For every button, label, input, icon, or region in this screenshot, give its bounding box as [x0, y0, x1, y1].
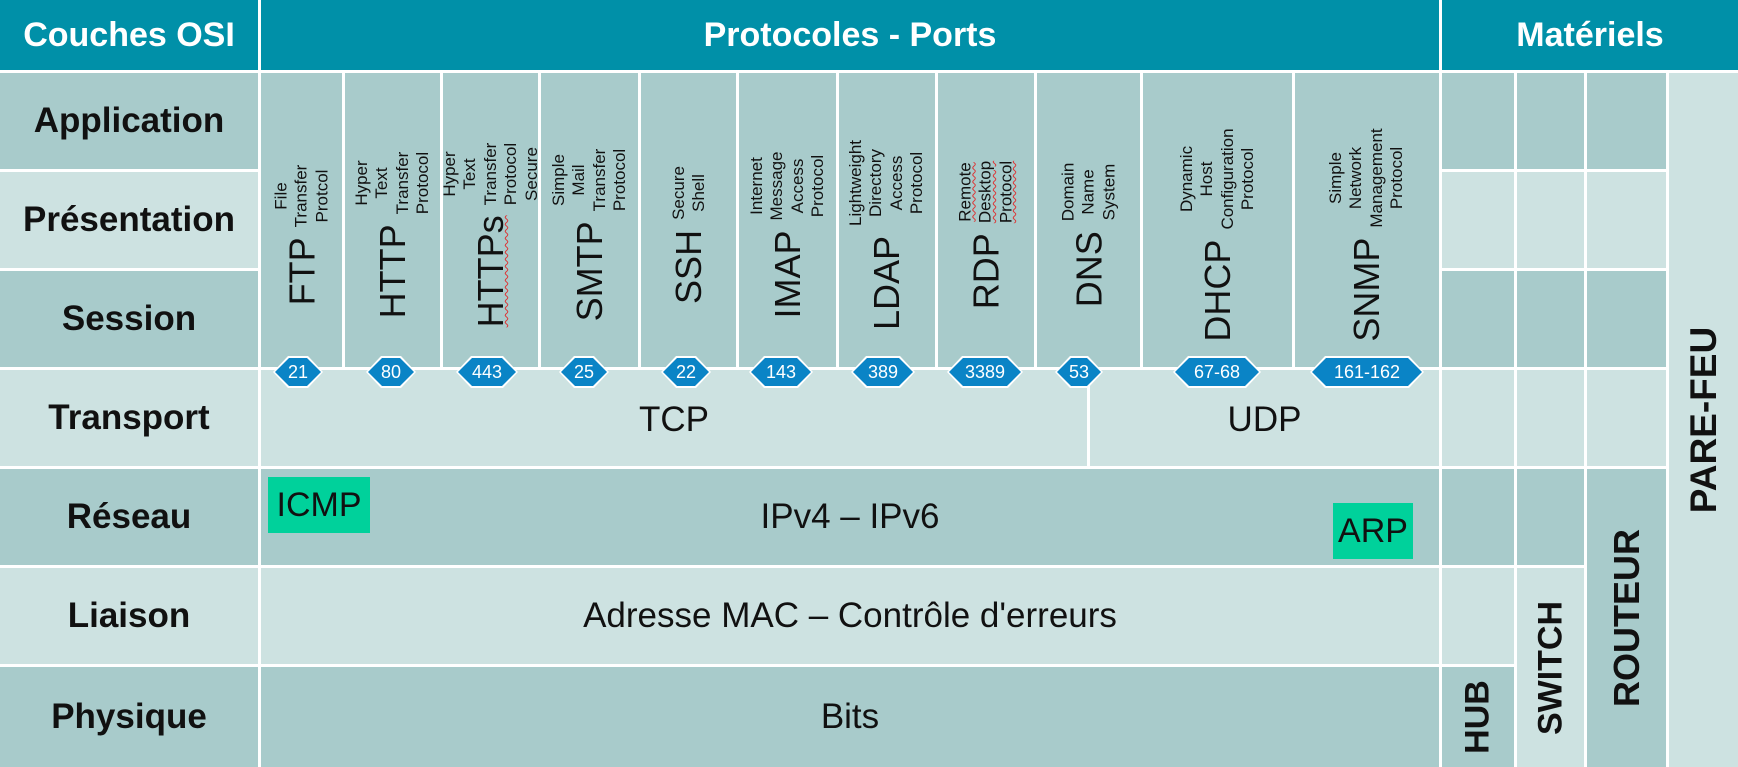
hardware-cell [1442, 73, 1514, 169]
icmp-box: ICMP [268, 477, 370, 533]
protocol-column-ftp: FTP File Transfer Protcol [261, 73, 342, 367]
protocol-abbr: DNS [1067, 230, 1109, 307]
protocol-fullname: Simple Mail Transfer Protocol [548, 148, 629, 212]
hardware-cell [1442, 469, 1514, 565]
header-layers: Couches OSI [0, 0, 258, 70]
port-badge-ldap: 389 [853, 358, 913, 386]
protocol-abbr: HTTP [371, 224, 413, 319]
firewall-label: PARE-FEU [1682, 326, 1724, 514]
protocol-text: HTTP Hyper Text Transfer Protocol [352, 151, 434, 318]
router-box: ROUTEUR [1587, 469, 1666, 767]
port-badge-https: 443 [458, 358, 516, 386]
protocol-text: LDAP Lightweight Directory Access Protoco… [846, 140, 928, 330]
protocol-fullname: File Transfer Protcol [270, 164, 331, 228]
protocol-fullname: Remote Desktop Protocol [955, 160, 1016, 223]
link-cell: Adresse MAC – Contrôle d'erreurs [261, 568, 1439, 664]
protocol-column-http: HTTP Hyper Text Transfer Protocol [345, 73, 440, 367]
protocol-abbr: SNMP [1346, 237, 1387, 342]
firewall-box: PARE-FEU [1669, 73, 1738, 767]
layer-label: Session [0, 271, 258, 367]
protocol-abbr: LDAP [866, 235, 907, 330]
protocol-text: FTP File Transfer Protcol [271, 164, 332, 305]
protocol-fullname: Dynamic Host Configuration Protocol [1176, 128, 1257, 230]
hardware-cell [1587, 370, 1666, 466]
hardware-cell [1442, 370, 1514, 466]
router-label: ROUTEUR [1605, 529, 1647, 707]
header-hardware: Matériels [1442, 0, 1738, 70]
hardware-cell [1587, 271, 1666, 367]
hardware-cell [1517, 370, 1584, 466]
hub-label: HUB [1458, 680, 1497, 754]
protocol-column-imap: IMAP Internet Message Access Protocol [739, 73, 836, 367]
port-badge-imap: 143 [751, 358, 811, 386]
protocol-text: DHCP Dynamic Host Configuration Protocol [1177, 128, 1259, 341]
protocol-fullname: Hyper Text Transfer Protocol [351, 151, 432, 215]
layer-label: Présentation [0, 172, 258, 268]
protocol-abbr: HTTPs [469, 215, 511, 328]
protocol-text: SNMP Simple Network Management Protocol [1326, 128, 1408, 341]
switch-label: SWITCH [1531, 600, 1569, 735]
hardware-cell [1587, 172, 1666, 268]
protocol-column-smtp: SMTP Simple Mail Transfer Protocol [541, 73, 638, 367]
port-badge-snmp: 161-162 [1312, 358, 1422, 386]
protocol-text: RDP Remote Desktop Protocol [955, 160, 1016, 308]
hardware-cell [1442, 568, 1514, 664]
protocol-fullname: Secure Shell [668, 165, 708, 220]
protocol-text: HTTPs Hyper Text Transfer Protocol Secure [443, 142, 538, 327]
protocol-column-ssh: SSH Secure Shell [641, 73, 736, 367]
protocol-abbr: SSH [667, 229, 709, 304]
hardware-cell [1442, 271, 1514, 367]
protocol-column-snmp: SNMP Simple Network Management Protocol [1295, 73, 1439, 367]
layer-label: Liaison [0, 568, 258, 664]
protocol-fullname: Hyper Text Transfer Protocol Secure [443, 142, 538, 206]
hardware-cell [1517, 73, 1584, 169]
protocol-text: SSH Secure Shell [668, 166, 710, 304]
protocol-column-dns: DNS Domain Name System [1037, 73, 1140, 367]
layer-label: Application [0, 73, 258, 169]
protocol-abbr: DHCP [1196, 239, 1238, 342]
network-cell: IPv4 – IPv6 [261, 469, 1439, 565]
protocol-fullname: Lightweight Directory Access Protocol [846, 139, 927, 226]
protocol-abbr: FTP [280, 237, 322, 306]
protocol-fullname: Internet Message Access Protocol [746, 151, 827, 221]
arp-box: ARP [1333, 503, 1413, 559]
layer-label: Transport [0, 370, 258, 466]
physical-cell: Bits [261, 667, 1439, 767]
protocol-text: DNS Domain Name System [1058, 162, 1119, 307]
hub-box: HUB [1442, 667, 1514, 767]
protocol-text: SMTP Simple Mail Transfer Protocol [549, 148, 631, 321]
protocol-abbr: RDP [964, 232, 1006, 309]
protocol-abbr: IMAP [766, 230, 808, 319]
header-protocols: Protocoles - Ports [261, 0, 1439, 70]
hardware-cell [1517, 271, 1584, 367]
switch-box: SWITCH [1517, 568, 1584, 767]
layer-label: Réseau [0, 469, 258, 565]
port-badge-dhcp: 67-68 [1175, 358, 1259, 386]
protocol-text: IMAP Internet Message Access Protocol [747, 151, 829, 318]
protocol-column-rdp: RDP Remote Desktop Protocol [938, 73, 1034, 367]
protocol-fullname: Simple Network Management Protocol [1326, 128, 1407, 228]
protocol-fullname: Domain Name System [1057, 162, 1118, 221]
hardware-cell [1517, 469, 1584, 565]
protocol-column-https: HTTPs Hyper Text Transfer Protocol Secure [443, 73, 538, 367]
hardware-cell [1587, 73, 1666, 169]
protocol-abbr: SMTP [568, 221, 610, 322]
layer-label: Physique [0, 667, 258, 767]
protocol-column-dhcp: DHCP Dynamic Host Configuration Protocol [1143, 73, 1292, 367]
hardware-cell [1517, 172, 1584, 268]
hardware-cell [1442, 172, 1514, 268]
port-badge-rdp: 3389 [949, 358, 1021, 386]
protocol-column-ldap: LDAP Lightweight Directory Access Protoco… [839, 73, 935, 367]
